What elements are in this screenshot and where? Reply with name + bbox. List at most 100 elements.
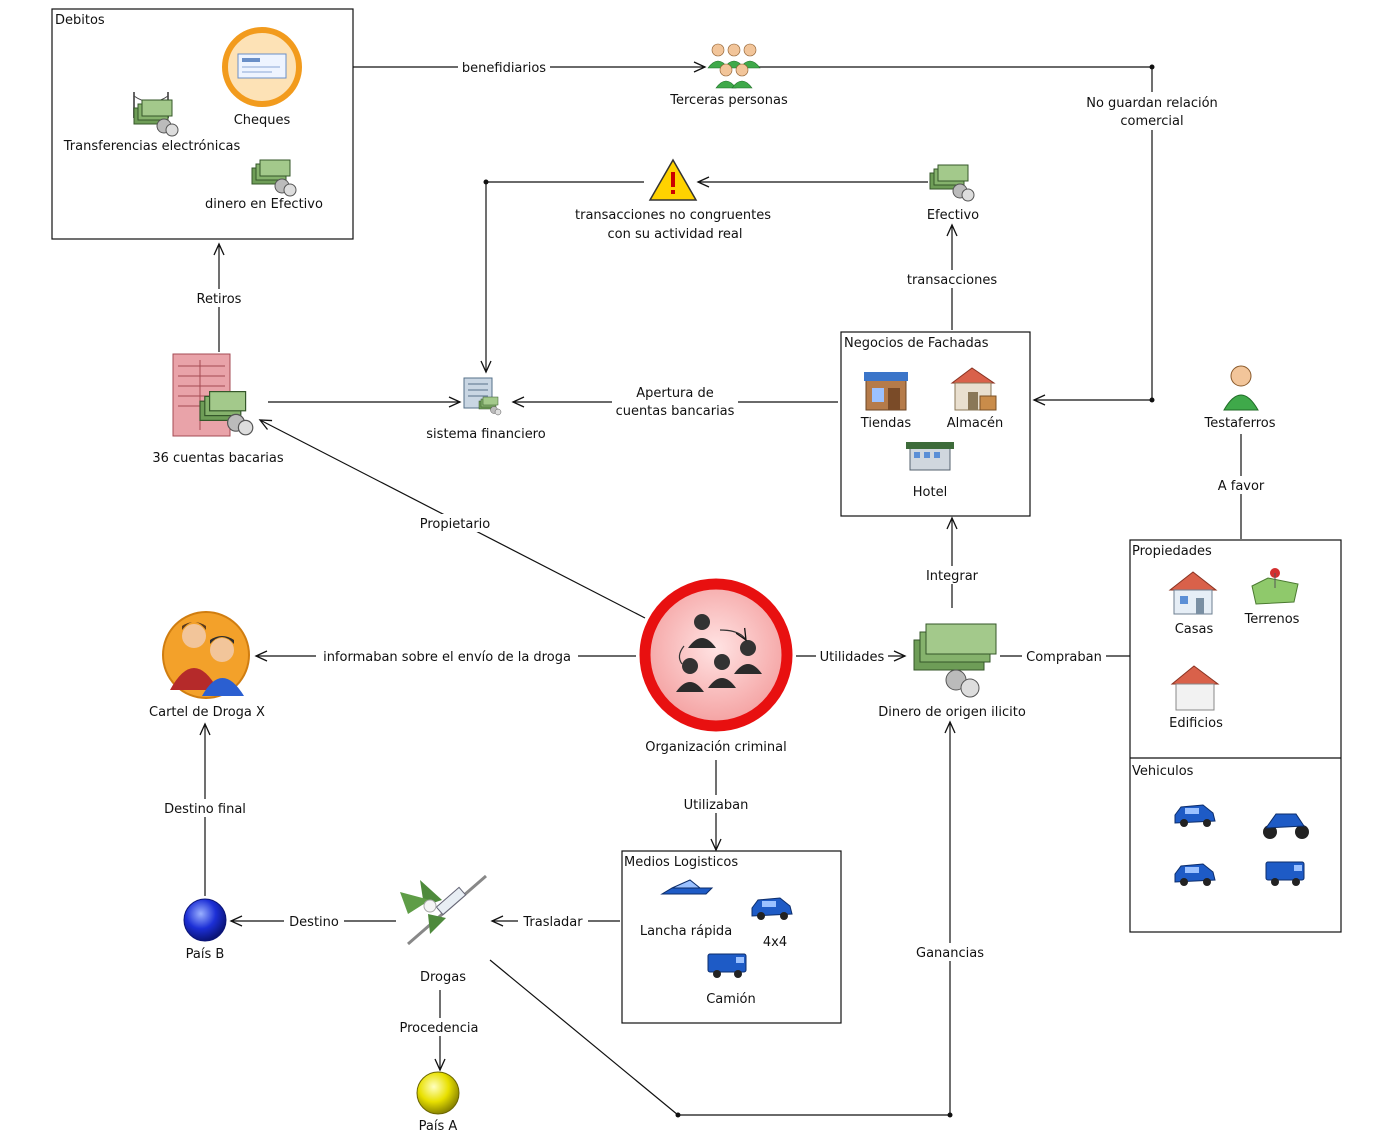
node-transacciones-label-2: con su actividad real bbox=[608, 227, 743, 242]
speedboat-icon bbox=[660, 879, 714, 895]
node-edificios-label: Edificios bbox=[1169, 716, 1223, 731]
node-terrenos-label: Terrenos bbox=[1244, 612, 1300, 627]
label-destino: Destino bbox=[289, 915, 339, 930]
label-transacciones: transacciones bbox=[907, 273, 997, 288]
group-debitos[interactable]: Debitos Cheques Transferencias electróni… bbox=[51, 8, 354, 240]
node-pais-a[interactable]: País A bbox=[416, 1071, 460, 1134]
node-dinero-label: Dinero de origen ilicito bbox=[878, 705, 1026, 720]
blue-sphere-icon bbox=[183, 898, 227, 942]
node-dinero-efectivo-label: dinero en Efectivo bbox=[205, 197, 323, 212]
bank-ledger-icon bbox=[172, 353, 254, 437]
node-hotel[interactable]: Hotel bbox=[906, 442, 954, 500]
criminal-network-icon bbox=[676, 614, 762, 692]
node-almacen[interactable]: Almacén bbox=[947, 367, 1004, 431]
node-tiendas-label: Tiendas bbox=[860, 416, 912, 431]
node-cartel-label: Cartel de Droga X bbox=[149, 705, 265, 720]
label-trasladar: Trasladar bbox=[522, 915, 583, 930]
node-transacciones-label-1: transacciones no congruentes bbox=[575, 208, 771, 223]
label-compraban: Compraban bbox=[1026, 650, 1102, 665]
money-stack-icon bbox=[913, 623, 997, 698]
node-sistema-label: sistema financiero bbox=[426, 427, 545, 442]
node-cartel[interactable]: Cartel de Droga X bbox=[149, 611, 265, 720]
node-transacciones-no-congruentes[interactable]: transacciones no congruentes con su acti… bbox=[575, 158, 771, 242]
label-no-guardan-1: No guardan relación bbox=[1086, 96, 1218, 111]
edge-drogas-dinero bbox=[489, 720, 956, 1116]
node-pais-b-label: País B bbox=[186, 947, 225, 962]
node-lancha-label: Lancha rápida bbox=[640, 924, 732, 939]
cheque-icon bbox=[237, 53, 287, 79]
node-cuentas-bancarias[interactable]: 36 cuentas bacarias bbox=[152, 353, 284, 466]
node-drogas[interactable]: Drogas bbox=[400, 874, 487, 985]
cartel-people-icon bbox=[162, 611, 250, 699]
group-medios-title: Medios Logisticos bbox=[624, 855, 738, 870]
label-utilizaban: Utilizaban bbox=[684, 798, 749, 813]
node-cuentas-label: 36 cuentas bacarias bbox=[152, 451, 284, 466]
node-pais-a-label: País A bbox=[419, 1119, 458, 1134]
house-icon bbox=[1168, 571, 1218, 615]
node-cheques[interactable]: Cheques bbox=[222, 27, 302, 128]
node-terrenos[interactable]: Terrenos bbox=[1244, 568, 1300, 627]
node-terceras-label: Terceras personas bbox=[669, 93, 788, 108]
label-beneficiarios: benefidiarios bbox=[462, 61, 546, 76]
node-transferencias[interactable]: Transferencias electrónicas bbox=[63, 92, 241, 154]
building-icon bbox=[1170, 665, 1220, 711]
edge-terceras-negocios bbox=[755, 66, 1153, 406]
node-efectivo-label: Efectivo bbox=[927, 208, 979, 223]
hotel-icon bbox=[906, 442, 954, 471]
label-integrar: Integrar bbox=[926, 569, 979, 584]
group-negocios-title: Negocios de Fachadas bbox=[844, 336, 989, 351]
warehouse-icon bbox=[950, 367, 997, 411]
label-apertura-2: cuentas bancarias bbox=[616, 404, 735, 419]
node-dinero-efectivo[interactable]: dinero en Efectivo bbox=[205, 159, 323, 212]
group-propiedades[interactable]: Propiedades Casas Terrenos Edif bbox=[1129, 539, 1342, 933]
node-organizacion-criminal[interactable]: Organización criminal bbox=[639, 578, 793, 755]
node-4x4-label: 4x4 bbox=[763, 935, 787, 950]
group-vehiculos-title: Vehiculos bbox=[1132, 764, 1194, 779]
node-testaferros[interactable]: Testaferros bbox=[1203, 365, 1276, 431]
label-retiros: Retiros bbox=[197, 292, 242, 307]
cash-icon bbox=[929, 164, 975, 202]
node-pais-b[interactable]: País B bbox=[183, 898, 227, 962]
group-negocios-fachadas[interactable]: Negocios de Fachadas Tiendas Almacén bbox=[840, 331, 1031, 517]
edge-labels: benefidiarios No guardan relación comerc… bbox=[160, 58, 1270, 1036]
node-transferencias-label: Transferencias electrónicas bbox=[63, 139, 241, 154]
node-camion-label: Camión bbox=[706, 992, 756, 1007]
node-efectivo[interactable]: Efectivo bbox=[927, 164, 979, 223]
node-lancha[interactable]: Lancha rápida bbox=[640, 879, 732, 939]
label-destino-final: Destino final bbox=[164, 802, 246, 817]
node-sistema-financiero[interactable]: sistema financiero bbox=[426, 377, 546, 442]
node-terceras-personas[interactable]: Terceras personas bbox=[669, 43, 788, 108]
node-drogas-label: Drogas bbox=[420, 970, 466, 985]
land-map-icon bbox=[1251, 568, 1299, 605]
label-informaban: informaban sobre el envío de la droga bbox=[323, 650, 571, 665]
node-cheques-label: Cheques bbox=[234, 113, 291, 128]
node-hotel-label: Hotel bbox=[913, 485, 947, 500]
people-group-icon bbox=[707, 43, 761, 89]
label-a-favor: A favor bbox=[1218, 479, 1265, 494]
node-almacen-label: Almacén bbox=[947, 416, 1004, 431]
node-organizacion-label: Organización criminal bbox=[645, 740, 787, 755]
node-edificios[interactable]: Edificios bbox=[1169, 665, 1223, 731]
wire-transfer-icon bbox=[133, 92, 179, 137]
yellow-sphere-icon bbox=[416, 1071, 460, 1115]
group-propiedades-title: Propiedades bbox=[1132, 544, 1212, 559]
node-dinero-ilicito[interactable]: Dinero de origen ilicito bbox=[878, 623, 1026, 720]
label-utilidades: Utilidades bbox=[820, 650, 885, 665]
node-4x4[interactable]: 4x4 bbox=[751, 897, 793, 950]
node-casas[interactable]: Casas bbox=[1168, 571, 1218, 637]
warning-icon bbox=[648, 158, 698, 201]
group-debitos-title: Debitos bbox=[55, 13, 105, 28]
group-medios-logisticos[interactable]: Medios Logisticos Lancha rápida 4x4 Cami… bbox=[621, 850, 842, 1024]
person-icon bbox=[1223, 365, 1259, 411]
label-apertura-1: Apertura de bbox=[636, 386, 714, 401]
motorcycle-icon bbox=[1263, 813, 1309, 839]
label-procedencia: Procedencia bbox=[400, 1021, 479, 1036]
drugs-syringe-icon bbox=[400, 874, 487, 946]
label-no-guardan-2: comercial bbox=[1120, 114, 1183, 129]
label-propietario: Propietario bbox=[420, 517, 491, 532]
bank-building-icon bbox=[463, 377, 502, 416]
node-tiendas[interactable]: Tiendas bbox=[860, 372, 912, 431]
node-camion[interactable]: Camión bbox=[706, 953, 756, 1007]
label-ganancias: Ganancias bbox=[916, 946, 984, 961]
